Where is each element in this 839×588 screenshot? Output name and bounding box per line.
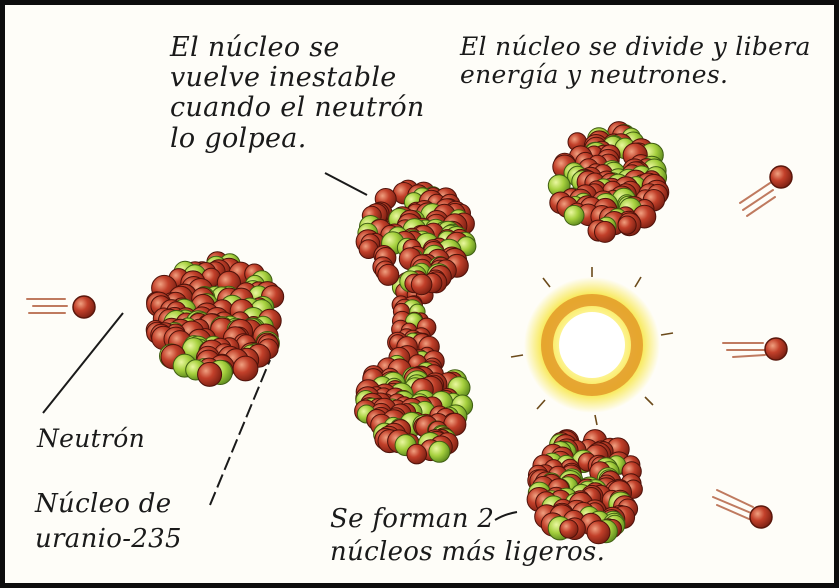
nucleon-proton — [233, 356, 258, 381]
nucleon-proton — [411, 274, 432, 295]
label-nucleus-divides: El núcleo se divide y libera energía y n… — [460, 33, 811, 89]
label-nucleus-unstable: El núcleo se vuelve inestable cuando el … — [170, 33, 425, 154]
unstable-nucleus-bottom-lobe — [355, 346, 473, 464]
uranium-nucleus — [146, 252, 284, 387]
leader-line-unstable — [325, 173, 367, 195]
neutron-mid-right — [765, 338, 787, 360]
nucleon-neutron — [429, 441, 450, 462]
neutron-top-right — [770, 166, 792, 188]
energy-burst — [511, 267, 673, 425]
label-neutron: Neutrón — [37, 425, 145, 453]
product-nucleus-top — [548, 122, 669, 243]
label-lighter-nuclei: Se forman 2 núcleos más ligeros. — [330, 503, 605, 568]
neutron-left — [73, 296, 95, 318]
nucleon-proton — [618, 216, 636, 234]
nucleon-proton — [198, 362, 222, 386]
nucleon-neutron — [564, 205, 584, 225]
nucleon-proton — [595, 221, 616, 242]
label-uranium-nucleus: Núcleo de uranio-235 — [35, 487, 182, 557]
neutron-left-trail — [27, 299, 67, 313]
neutron-top-right-trail — [740, 183, 775, 216]
unstable-nucleus-top-lobe — [356, 180, 476, 295]
nucleon-proton — [407, 444, 427, 464]
neutron-bottom-right-trail — [713, 490, 753, 519]
neutron-bottom-right — [750, 506, 772, 528]
nucleon-proton — [378, 264, 399, 285]
leader-line-neutron — [43, 313, 123, 413]
neutron-mid-right-trail — [723, 343, 765, 357]
